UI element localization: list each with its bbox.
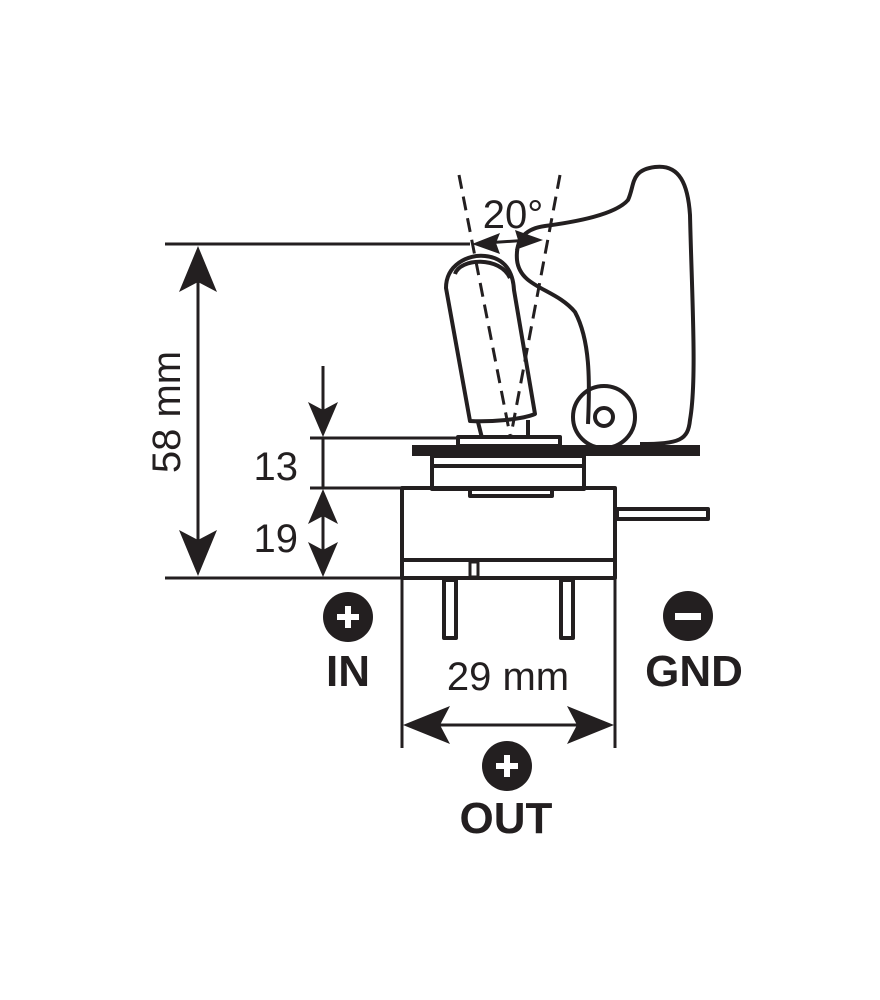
terminal-out: OUT — [460, 741, 553, 843]
safety-cover — [514, 164, 696, 446]
hinge-pin-icon — [593, 406, 615, 428]
arrowhead-down-icon — [179, 530, 217, 576]
angle-label: 20° — [483, 193, 544, 237]
out-terminal-pin — [559, 578, 575, 640]
dimension-label-29mm: 29 mm — [447, 655, 569, 699]
terminal-gnd: GND — [645, 591, 743, 696]
arrowhead-down-icon — [308, 542, 338, 577]
arrowhead-up-icon — [179, 246, 217, 292]
dimension-58mm: 58 mm — [145, 246, 217, 576]
switch-collar — [430, 454, 586, 491]
terminal-in: IN — [323, 592, 373, 696]
toggle-lever — [444, 253, 537, 439]
dimension-19: 19 — [254, 489, 338, 577]
arrowhead-left-icon — [403, 706, 450, 744]
switch-body — [400, 486, 617, 580]
dimension-13: 13 — [254, 366, 338, 489]
body-notch — [468, 488, 554, 498]
arrowhead-left-icon — [472, 233, 500, 254]
cover-hinge — [571, 384, 637, 450]
in-terminal-pin — [442, 578, 458, 640]
terminal-label-gnd: GND — [645, 647, 743, 696]
arrowhead-up-icon — [308, 489, 338, 524]
mounting-panel — [412, 445, 700, 456]
gnd-terminal-tab — [615, 507, 710, 521]
terminal-label-out: OUT — [460, 794, 553, 843]
arrowhead-down-icon — [308, 402, 338, 437]
dimension-label-19: 19 — [254, 517, 299, 561]
dimension-label-13: 13 — [254, 445, 299, 489]
dimension-label-58mm: 58 mm — [145, 351, 189, 473]
arrowhead-right-icon — [567, 706, 614, 744]
arrowhead-right-icon — [515, 230, 543, 250]
terminal-label-in: IN — [326, 647, 370, 696]
dimension-29mm: 29 mm — [400, 578, 617, 748]
bushing-nut — [456, 435, 562, 448]
angle-20-degrees: 20° — [457, 174, 562, 436]
